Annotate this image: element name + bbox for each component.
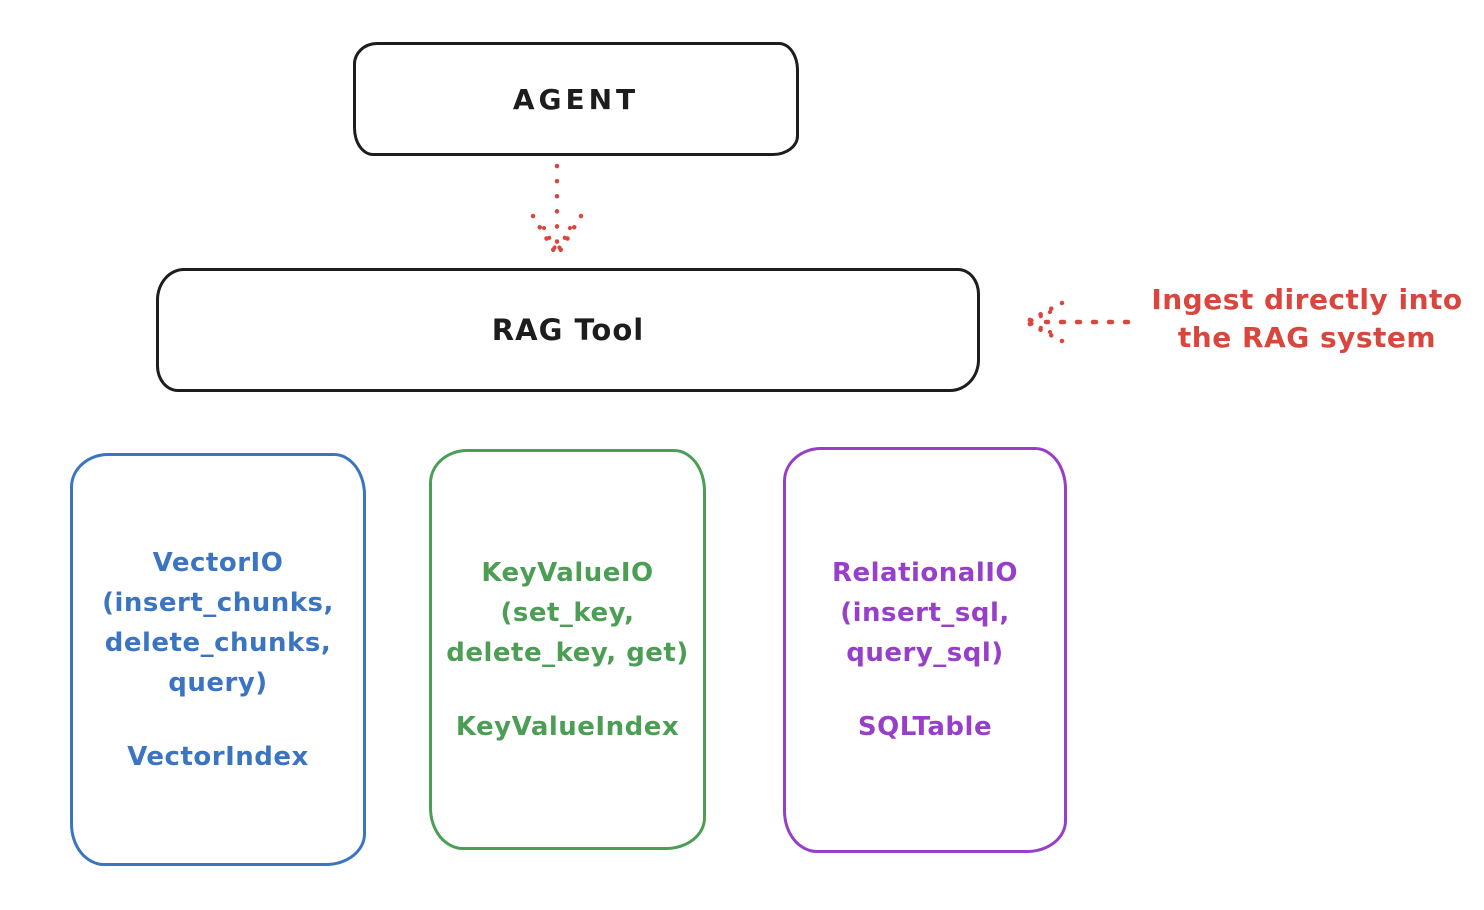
keyvalue-io-method-line: (set_key, — [500, 597, 635, 628]
keyvalue-io-method-line: delete_key, get) — [446, 637, 689, 668]
agent-label: AGENT — [512, 82, 640, 116]
keyvalue-index-label: KeyValueIndex — [455, 711, 680, 742]
relational-io-box: RelationalIO (insert_sql, query_sql) SQL… — [783, 447, 1067, 853]
vector-index-label: VectorIndex — [127, 741, 309, 772]
ingest-dotted-arrow-icon — [1023, 300, 1131, 344]
sqltable-label: SQLTable — [857, 712, 993, 742]
vector-io-box: VectorIO (insert_chunks, delete_chunks, … — [70, 453, 366, 866]
vector-io-method-line: delete_chunks, — [104, 627, 332, 658]
keyvalue-io-box: KeyValueIO (set_key, delete_key, get) Ke… — [429, 449, 706, 850]
relational-io-method-line: (insert_sql, — [840, 598, 1010, 628]
rag-tool-label: RAG Tool — [491, 313, 645, 347]
ingest-annotation: Ingest directly into the RAG system — [1135, 281, 1479, 357]
relational-io-text: RelationalIO (insert_sql, query_sql) SQL… — [786, 450, 1064, 850]
vector-io-method-line: query) — [168, 667, 268, 698]
agent-to-rag-dotted-arrow-icon — [530, 163, 584, 259]
keyvalue-io-title: KeyValueIO — [481, 557, 654, 588]
vector-io-method-line: (insert_chunks, — [102, 587, 334, 618]
vector-io-text: VectorIO (insert_chunks, delete_chunks, … — [73, 456, 363, 863]
relational-io-title: RelationalIO — [831, 558, 1019, 588]
agent-box: AGENT — [353, 42, 799, 156]
ingest-annotation-line2: the RAG system — [1177, 321, 1437, 354]
rag-tool-box: RAG Tool — [156, 268, 980, 392]
vector-io-title: VectorIO — [152, 547, 284, 578]
relational-io-method-line: query_sql) — [846, 638, 1004, 668]
ingest-annotation-line1: Ingest directly into — [1151, 283, 1463, 316]
keyvalue-io-text: KeyValueIO (set_key, delete_key, get) Ke… — [432, 452, 703, 847]
